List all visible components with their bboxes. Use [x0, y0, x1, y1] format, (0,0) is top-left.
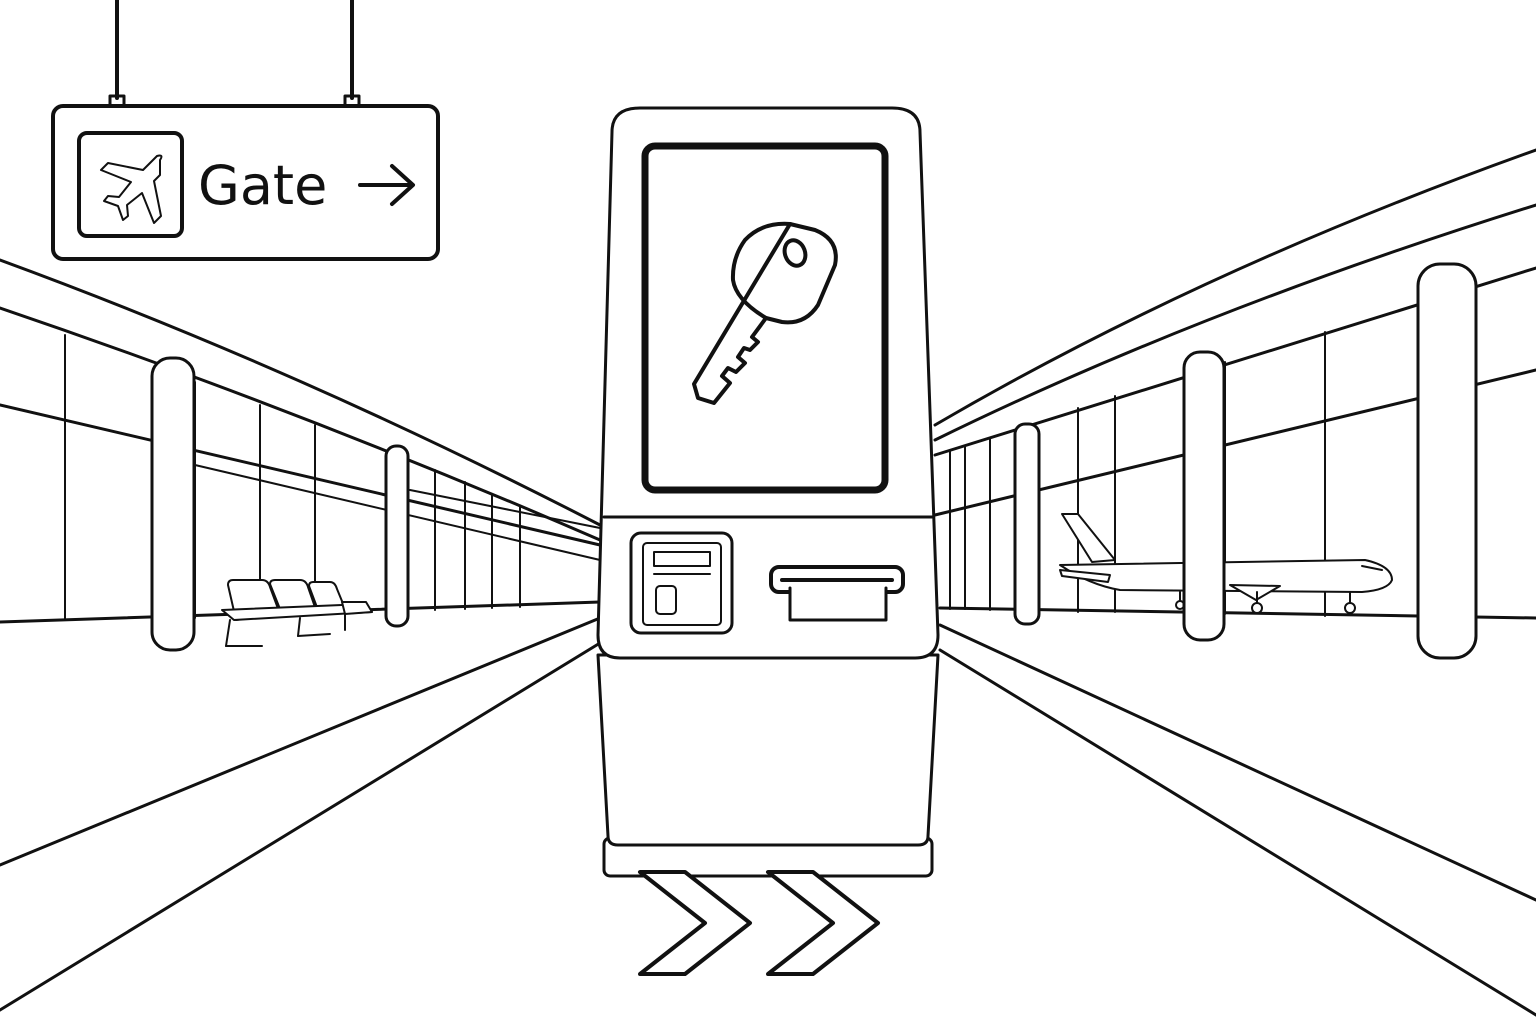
waiting-seats — [221, 579, 373, 647]
left-terminal-wall — [0, 258, 602, 624]
card-reader[interactable] — [629, 531, 734, 635]
left-pillar — [384, 444, 410, 628]
gate-sign: Gate — [51, 0, 440, 261]
airplane-outside — [1059, 513, 1393, 614]
ticket-slot[interactable] — [769, 565, 905, 622]
right-pillar — [1182, 350, 1226, 642]
kiosk-screen[interactable] — [641, 142, 889, 494]
key-icon — [692, 221, 838, 405]
chevron-right-icon — [638, 870, 752, 976]
floor-walkway — [0, 616, 1536, 1017]
right-terminal-wall — [933, 148, 1536, 620]
right-pillar — [1416, 262, 1478, 660]
floor-direction-chevrons — [638, 870, 880, 976]
right-pillar — [1013, 422, 1041, 626]
arrow-right-icon — [358, 164, 415, 206]
gate-sign-label: Gate — [198, 154, 327, 217]
airplane-icon — [77, 131, 184, 238]
left-pillar — [150, 356, 196, 652]
chevron-right-icon — [766, 870, 880, 976]
check-in-kiosk — [596, 106, 940, 878]
